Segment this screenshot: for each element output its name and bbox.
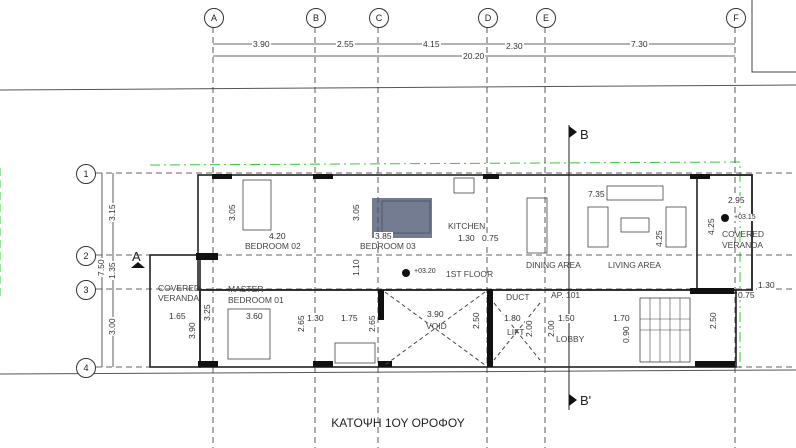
dim-bedroom02-width: 4.20 [268, 231, 287, 241]
dim-veranda-left-height: 3.90 [187, 321, 197, 340]
dim-12: 3.15 [107, 203, 117, 222]
grid-bubble-f: F [726, 8, 746, 28]
dim-veranda-left-width: 1.65 [168, 311, 187, 321]
room-kitchen: KITCHEN [448, 221, 486, 231]
grid-bubble-1: 1 [76, 164, 96, 184]
section-label-b: B [580, 127, 589, 142]
dim-stair-radius: 0.90 [621, 325, 631, 344]
watermark [372, 198, 432, 238]
dim-living-height: 4.25 [654, 229, 664, 248]
room-veranda-left-2: VERANDA [158, 293, 200, 303]
level-floor: +03.20 [413, 268, 437, 275]
room-apt: AP. 101 [551, 290, 581, 300]
dim-master-width: 3.60 [245, 311, 264, 321]
dim-bath2-width: 1.75 [340, 313, 359, 323]
room-veranda-right-2: VERANDA [722, 240, 764, 250]
level-marker-icon [721, 214, 729, 222]
drawing-title: ΚΑΤΟΨΗ 1ΟΥ ΟΡΟΦΟΥ [331, 416, 465, 430]
dim-bath1-height: 2.65 [296, 314, 306, 333]
dim-kitchen-1: 1.30 [457, 233, 476, 243]
room-master-2: BEDROOM 01 [228, 295, 284, 305]
room-master-1: MASTER [228, 284, 264, 294]
dim-lift-width: 1.80 [503, 313, 522, 323]
room-lift: LIFT [507, 327, 525, 337]
dim-total-rows: 7.50 [96, 258, 106, 277]
dim-bc: 2.55 [336, 39, 355, 49]
room-lobby: LOBBY [556, 334, 585, 344]
dim-stair-height: 2.50 [708, 311, 718, 330]
dim-bedroom03-width: 3.85 [374, 231, 393, 241]
dim-bedroom03-height: 3.05 [351, 203, 361, 222]
floor-label: 1ST FLOOR [446, 269, 494, 279]
dim-veranda-left-a: 3.25 [202, 303, 212, 322]
level-marker-icon [402, 269, 410, 277]
dim-lobby-width: 1.50 [557, 313, 576, 323]
grid-bubble-2: 2 [76, 246, 96, 266]
room-veranda-left-1: COVERED [158, 283, 201, 293]
dim-23: 1.35 [107, 261, 117, 280]
dim-corridor: 1.10 [351, 258, 361, 277]
neighbor-outline [751, 0, 796, 73]
dim-veranda-height: 4.25 [706, 217, 716, 236]
room-bedroom-03: BEDROOM 03 [360, 241, 416, 251]
dim-bath1-width: 1.30 [306, 313, 325, 323]
plot-line [149, 161, 741, 370]
dim-de: 2.30 [505, 41, 524, 51]
room-living: LIVING AREA [608, 260, 661, 270]
room-veranda-right-1: COVERED [722, 229, 765, 239]
room-void: VOID [426, 321, 447, 331]
grid-lines [96, 27, 796, 448]
dim-kitchen-2: 0.75 [481, 233, 500, 243]
dim-total: 20.20 [462, 51, 486, 61]
grid-bubble-4: 4 [76, 358, 96, 378]
level-veranda: +03.15 [733, 214, 757, 221]
grid-bubble-a: A [204, 8, 224, 28]
room-dining: DINING AREA [526, 260, 581, 270]
dim-veranda-c: 0.75 [737, 290, 756, 300]
walls [149, 174, 753, 368]
dim-living-width: 7.35 [587, 189, 606, 199]
dim-bath2-height: 2.65 [367, 314, 377, 333]
grid-bubble-3: 3 [76, 280, 96, 300]
section-label-b-prime: B' [580, 393, 592, 408]
dim-lobby-height: 2.00 [546, 319, 556, 338]
dim-ab: 3.90 [252, 39, 271, 49]
dim-34: 3.00 [107, 317, 117, 336]
dim-bedroom02-height: 3.05 [227, 203, 237, 222]
dim-stair-width: 1.70 [612, 313, 631, 323]
grid-bubble-b: B [306, 8, 326, 28]
site-boundary-bottom [0, 369, 796, 375]
section-label-a: A [132, 249, 141, 264]
dim-cd: 4.15 [422, 39, 441, 49]
dim-veranda-width: 2.95 [727, 195, 746, 205]
room-bedroom-02: BEDROOM 02 [245, 241, 301, 251]
site-boundary [0, 84, 796, 91]
dim-ef: 7.30 [630, 39, 649, 49]
dim-void-height: 2.50 [471, 311, 481, 330]
dim-lift-height: 2.00 [524, 319, 534, 338]
room-duct: DUCT [506, 292, 530, 302]
dim-veranda-b: 1.30 [757, 280, 776, 290]
grid-bubble-e: E [536, 8, 556, 28]
grid-bubble-d: D [478, 8, 498, 28]
dim-void-width: 3.90 [426, 309, 445, 319]
grid-bubble-c: C [369, 8, 389, 28]
